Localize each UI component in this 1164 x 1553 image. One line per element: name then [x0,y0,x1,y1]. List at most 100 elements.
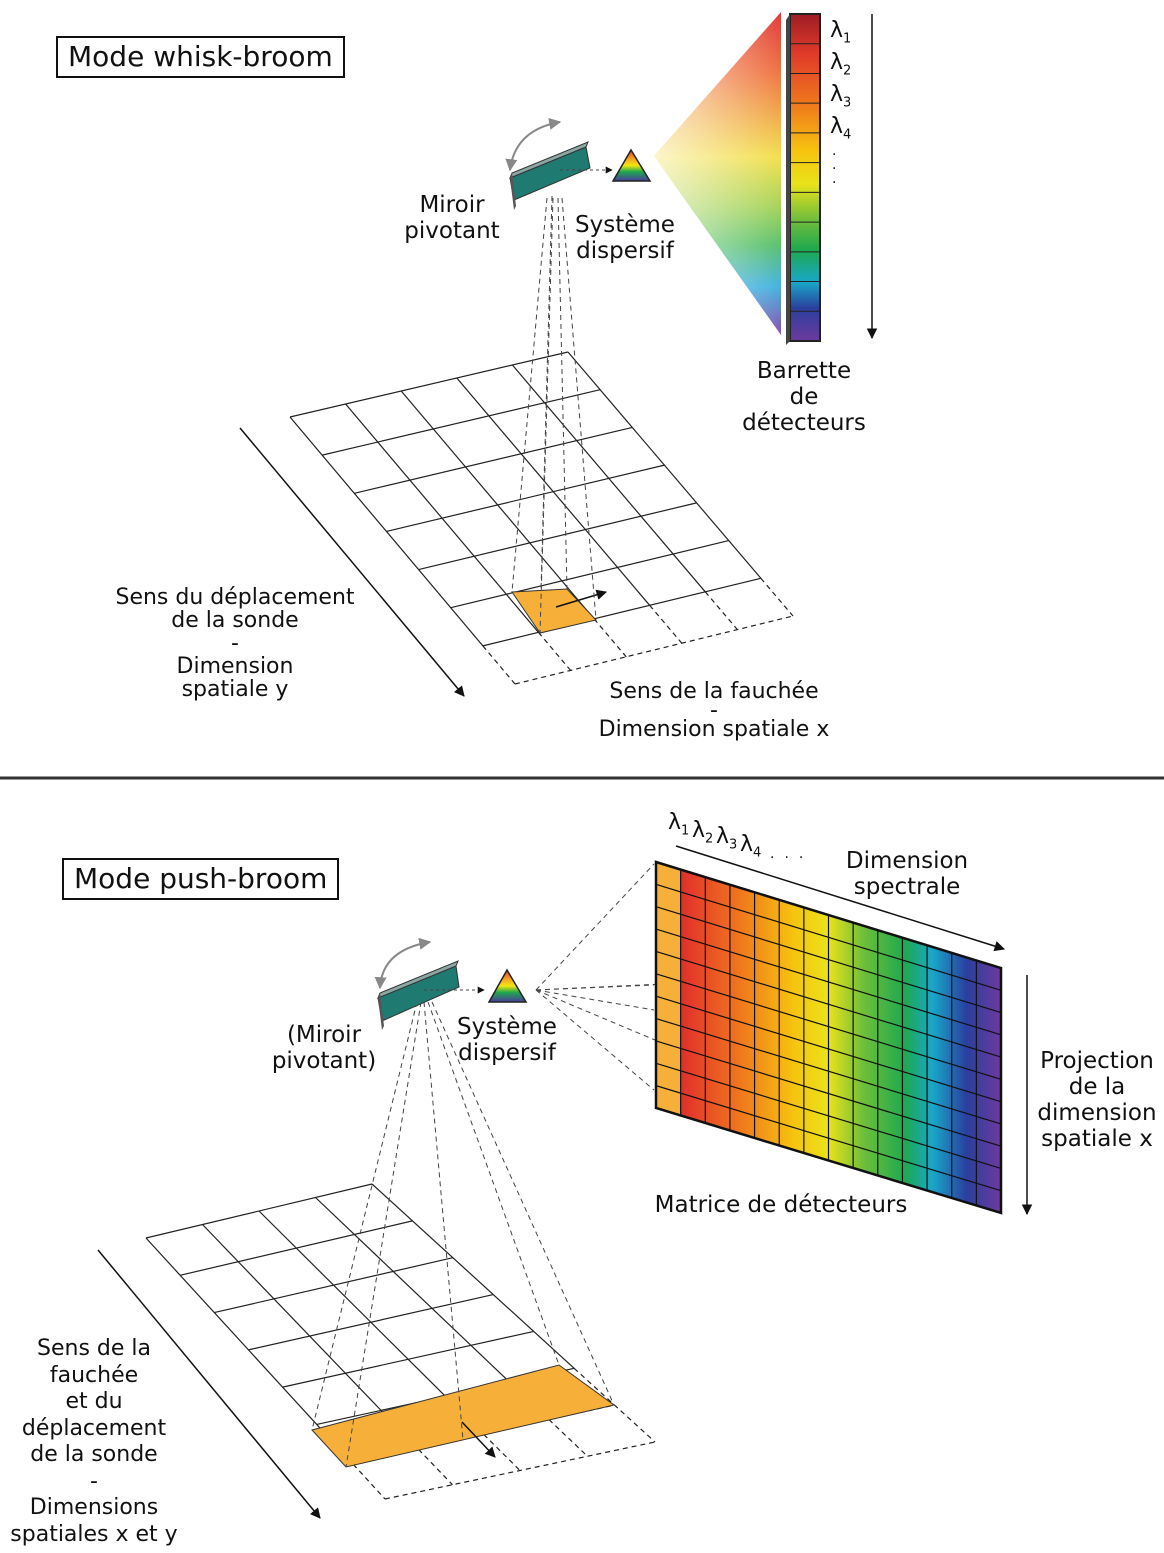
push-disperser-label-line: dispersif [458,1040,556,1066]
push-direction-label-line: Dimensions [29,1495,159,1520]
whisk-y-direction-arrow [239,427,465,697]
matrix-row-line [655,1085,1002,1192]
whisk-y-label-line: Sens du déplacement [115,585,355,610]
matrix-row-line [655,1017,1002,1125]
push-view-cone [311,1001,615,1468]
whisk-x-direction-label: Sens de la fauchée - Dimension spatiale … [586,679,842,742]
whisk-grid-col-line [400,390,595,620]
wavelength-symbol: λ [830,18,844,43]
whisk-disperser-label-line: dispersif [576,238,674,264]
wavelength-ellipsis: ··· [770,850,814,866]
wavelength-symbol: λ [830,50,844,75]
whisk-y-label-line: spatiale y [181,677,289,702]
whisk-ground-grid [289,351,794,685]
whisk-x-label-line: Dimension spatiale x [598,717,830,742]
whisk-detector-label-line: Barrette [756,358,852,384]
whisk-prism-icon [611,148,652,182]
wavelength-index: 2 [843,63,852,79]
push-direction-label-line: fauchée [49,1362,139,1388]
whisk-grid-row-line [482,577,761,647]
whisk-grid-col-line [345,403,539,633]
whisk-disperser-label-line: Système [575,212,675,238]
push-mode-title: Mode push-broom [62,858,340,900]
push-mirror-icon [377,960,460,1030]
push-projection-label-line: dimension [1037,1100,1157,1126]
matrix-row-line [655,1040,1002,1147]
wavelength-symbol: λ [740,832,754,857]
whisk-grid-col-line [482,645,516,685]
push-matrix-label-text: Matrice de détecteurs [654,1192,908,1218]
whisk-detector-bar [786,13,821,345]
whisk-mirror-label: Miroir pivotant [392,192,512,244]
push-disperser-label: Système dispersif [448,1014,566,1066]
push-grid-col-line [258,1210,446,1397]
push-rotation-arrow [374,937,432,990]
whisk-disperser-label: Système dispersif [566,212,684,264]
push-mirror-label-line: (Miroir [286,1022,362,1048]
whisk-mirror-icon [509,141,591,210]
whisk-detector-label-line: détecteurs [742,410,866,436]
whisk-y-label-line: - [231,631,239,656]
whisk-detector-label: Barrette de détecteurs [734,358,874,436]
wavelength-label: λ4 [740,832,761,860]
matrix-row-line [655,950,1002,1058]
push-direction-label-line: de la sonde [30,1442,158,1467]
push-direction-label: Sens de la fauchée et du déplacement de … [4,1336,184,1548]
push-direction-label-line: déplacement [21,1415,167,1441]
matrix-row-line [655,906,1002,1014]
whisk-y-direction-label: Sens du déplacement de la sonde - Dimens… [100,586,370,701]
wavelength-index: 1 [843,31,852,47]
whisk-grid-row-line [289,351,569,418]
wavelength-index: 3 [843,95,852,111]
push-mode-title-text: Mode push-broom [74,862,328,895]
push-detector-matrix [654,860,1003,1215]
push-spectral-label-line: spectrale [853,874,961,900]
whisk-grid-row-line [450,539,729,609]
wavelength-label: λ4 [830,114,851,142]
push-grid-col-line [371,1183,575,1369]
whisk-grid-row-line [514,615,794,685]
wavelength-label: λ2 [830,50,851,78]
whisk-scan-arrow [555,589,608,608]
wavelength-index: 2 [705,831,714,847]
wavelength-label: λ3 [830,82,851,110]
whisk-grid-col-line [567,351,762,579]
whisk-grid-col-line [593,618,627,658]
wavelength-index: 4 [843,127,852,143]
push-projection-label-line: de la [1068,1074,1126,1100]
wavelength-symbol: λ [830,114,844,139]
wavelength-index: 1 [681,823,690,839]
whisk-mode-title-text: Mode whisk-broom [68,40,333,73]
push-grid-col-line [316,1424,386,1500]
push-spectral-arrow [675,845,1006,952]
whisk-mirror-label-line: pivotant [404,218,500,244]
whisk-x-label-line: Sens de la fauchée [609,679,819,704]
push-direction-label-line: Sens de la [37,1336,151,1361]
matrix-row-line [655,1062,1002,1170]
whisk-grid-row-line [418,502,697,571]
push-spectral-label: Dimension spectrale [832,848,982,900]
whisk-mode-title: Mode whisk-broom [56,36,345,78]
push-direction-label-line: spatiales x et y [10,1521,178,1547]
wavelength-symbol: λ [668,810,682,835]
push-prism-icon [487,968,528,1003]
whisk-y-label-line: Dimension [176,654,294,679]
push-projection-label-line: spatiale x [1041,1126,1153,1152]
push-grid-col-line [380,1409,453,1486]
push-matrix-label: Matrice de détecteurs [650,1192,912,1218]
push-disperser-label-line: Système [457,1014,557,1040]
whisk-grid-col-line [289,416,484,647]
wavelength-label: λ1 [830,18,851,46]
whisk-rotation-arrow [505,117,562,172]
wavelength-symbol: λ [716,824,730,849]
whisk-y-label-line: de la sonde [171,608,299,633]
push-spectral-label-line: Dimension [845,848,969,874]
whisk-grid-row-line [386,464,665,533]
push-direction-label-line: - [90,1468,98,1494]
whisk-grid-col-line [704,591,738,630]
whisk-grid-col-line [456,377,651,606]
whisk-detector-label-line: de [789,384,819,410]
push-grid-col-line [315,1197,511,1383]
matrix-row-line [655,883,1002,991]
push-grid-col-line [145,1237,318,1425]
